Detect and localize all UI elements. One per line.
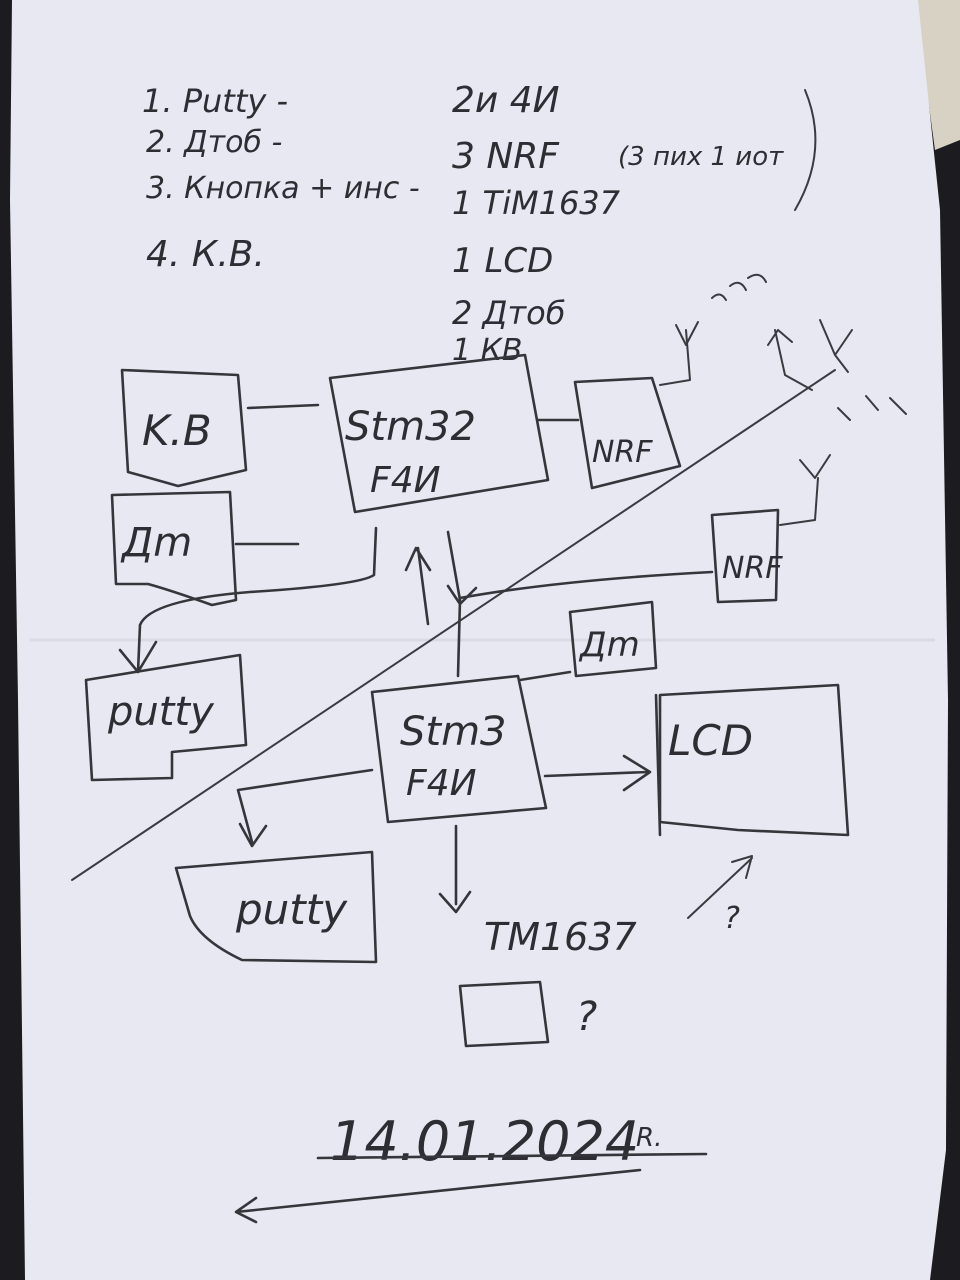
footer: 14.01.2024 R. [234, 1110, 708, 1224]
kb-label: K.B [142, 406, 212, 455]
right-item-5: 2 Дтоб [452, 294, 565, 332]
mcu-to-putty-link [136, 526, 378, 674]
list-item-3: 3. Кнопка + инс - [146, 171, 420, 206]
mcu-upper-line1: Stm32 [345, 404, 476, 450]
kb-box [120, 368, 248, 488]
list-item-4: 4. К.В. [146, 234, 265, 275]
date-text: 14.01.2024 [330, 1110, 639, 1173]
upper-system: Stm32 F4И K.B Дm NRF putty [84, 273, 767, 782]
parts-list-left: 1. Putty - 2. Дтоб - 3. Кнопка + инс - 4… [142, 82, 420, 275]
tm-to-lcd-arrow-icon [687, 855, 753, 919]
lcd-link [543, 770, 650, 778]
right-item-4: 1 LCD [452, 241, 553, 281]
tm-label: TM1637 [484, 915, 637, 959]
mcu-box-lower [370, 674, 548, 824]
sensor-upper-label: Дm [120, 520, 192, 566]
putty-arrow-icon [238, 822, 268, 848]
list-item-1: 1. Putty - [142, 82, 288, 120]
tm-display-box [458, 980, 550, 1048]
nrf-note-bracket [794, 89, 817, 211]
nrf-lower-label: NRF [722, 551, 783, 586]
right-item-3: 1 TiM1637 [452, 184, 621, 222]
lcd-edge [654, 693, 662, 837]
sensor-box-lower [568, 600, 658, 678]
nrf-upper-label: NRF [592, 435, 653, 470]
lcd-label: LCD [668, 716, 753, 765]
mcu-upper-line2: F4И [370, 460, 441, 501]
list-item-2: 2. Дтоб - [146, 125, 282, 160]
tm-arrow-icon [438, 890, 472, 914]
corner-object [880, 0, 960, 150]
sensor-lower-link [518, 670, 572, 682]
down-link [446, 530, 462, 678]
up-link [416, 546, 430, 626]
up-arrow-icon [404, 546, 432, 572]
nrf-note: (3 пих 1 иот [618, 142, 784, 172]
antenna-icon-4 [779, 454, 831, 526]
right-item-2: 3 NRF [452, 136, 560, 177]
putty-box-lower [174, 850, 378, 964]
mcu-lower-line1: StmЗ [400, 709, 506, 755]
right-item-1: 2и 4И [452, 80, 560, 121]
nrf-box-upper [573, 376, 682, 490]
parts-list-right: 2и 4И 3 NRF (3 пих 1 иот 1 TiM1637 1 LCD… [452, 80, 817, 368]
radio-waves-icon-2 [837, 395, 907, 421]
lower-system: NRF Дm StmЗ F4И LCD putty TM1637 ? ? [174, 454, 850, 1048]
putty-lower-link [236, 768, 374, 844]
date-suffix: R. [636, 1123, 662, 1153]
antenna-icon-2 [767, 329, 813, 391]
antenna-icon [659, 321, 699, 386]
mcu-lower-line2: F4И [406, 763, 477, 804]
inter-system-links [404, 319, 907, 678]
lcd-arrow-icon [622, 754, 652, 792]
arrow-head-icon [118, 640, 158, 674]
putty-upper-label: putty [107, 689, 215, 735]
date-underline [316, 1152, 708, 1160]
radio-waves-icon [711, 273, 767, 301]
nrf-lower-link [458, 570, 714, 600]
putty-lower-label: putty [235, 885, 348, 934]
nrf-box-lower [710, 508, 780, 604]
date-arrow-icon [234, 1168, 642, 1224]
divider-line [71, 369, 836, 881]
tm-box-question: ? [576, 994, 597, 1040]
antenna-icon-3 [819, 319, 853, 373]
sensor-box-upper [110, 490, 238, 607]
putty-box-upper [84, 653, 248, 782]
tm-question: ? [724, 901, 740, 936]
mcu-box-upper [328, 353, 550, 514]
sensor-lower-label: Дm [578, 625, 640, 665]
down-arrow-icon [446, 584, 478, 606]
kb-link [246, 403, 320, 410]
